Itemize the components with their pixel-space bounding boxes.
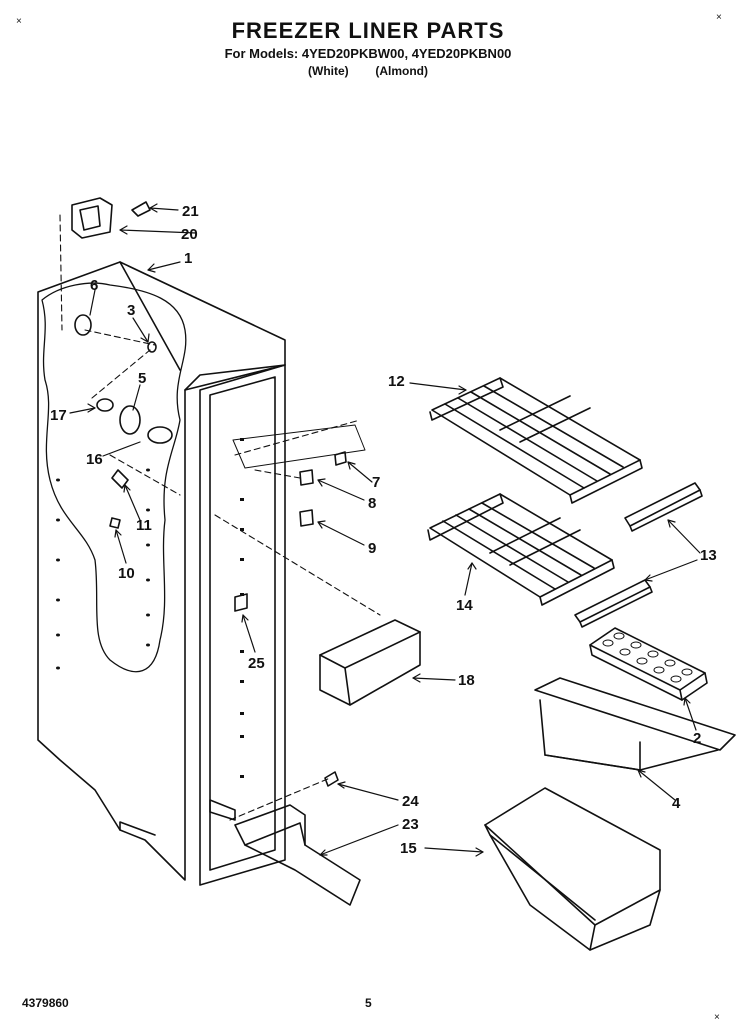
callout-14: 14 bbox=[456, 597, 473, 614]
callout-2: 2 bbox=[693, 730, 701, 747]
diagram-title: FREEZER LINER PARTS bbox=[231, 18, 505, 43]
callout-11: 11 bbox=[136, 517, 152, 534]
callout-6: 6 bbox=[90, 277, 98, 294]
callout-10: 10 bbox=[118, 565, 135, 582]
callout-1: 1 bbox=[184, 250, 192, 267]
callout-21: 21 bbox=[182, 203, 199, 220]
callout-7: 7 bbox=[372, 474, 380, 491]
callout-24: 24 bbox=[402, 793, 419, 810]
callout-17: 17 bbox=[50, 407, 67, 424]
callout-13: 13 bbox=[700, 547, 717, 564]
callout-23: 23 bbox=[402, 816, 419, 833]
light-socket-assembly bbox=[74, 314, 248, 612]
callout-18: 18 bbox=[458, 672, 475, 689]
assembly-leaders bbox=[59, 214, 381, 821]
liner-flange bbox=[199, 364, 286, 886]
model-numbers: For Models: 4YED20PKBW00, 4YED20PKBN00 bbox=[224, 46, 512, 61]
corner-mark-top-left: × bbox=[16, 16, 22, 27]
storage-bin-small bbox=[534, 677, 736, 771]
callout-9: 9 bbox=[368, 540, 376, 557]
callout-15: 15 bbox=[400, 840, 417, 857]
freezer-liner bbox=[37, 261, 286, 881]
cover-bracket bbox=[234, 771, 361, 906]
ice-cube-tray bbox=[589, 627, 708, 701]
callout-arrows bbox=[69, 203, 701, 857]
color-variants: (White) (Almond) bbox=[308, 64, 428, 78]
shelf-rails bbox=[574, 482, 703, 628]
corner-mark-bottom-right: × bbox=[714, 1012, 720, 1023]
callout-8: 8 bbox=[368, 495, 376, 512]
callout-4: 4 bbox=[672, 795, 681, 812]
wire-shelf-upper bbox=[429, 377, 643, 504]
callout-numbers: 21 20 1 6 3 5 17 16 11 10 25 7 8 9 12 13… bbox=[50, 203, 717, 857]
document-number: 4379860 bbox=[22, 996, 69, 1010]
corner-mark-top-right: × bbox=[716, 12, 722, 23]
callout-20: 20 bbox=[181, 226, 198, 243]
callout-3: 3 bbox=[127, 302, 135, 319]
callout-12: 12 bbox=[388, 373, 405, 390]
shelf-clips bbox=[232, 424, 366, 527]
light-housing-bracket bbox=[71, 197, 151, 239]
callout-16: 16 bbox=[86, 451, 103, 468]
drawer-slide-support bbox=[319, 619, 421, 706]
page-number: 5 bbox=[365, 996, 372, 1010]
storage-bin-large bbox=[484, 787, 661, 951]
wire-shelf-lower bbox=[427, 493, 615, 606]
callout-25: 25 bbox=[248, 655, 265, 672]
callout-5: 5 bbox=[138, 370, 146, 387]
